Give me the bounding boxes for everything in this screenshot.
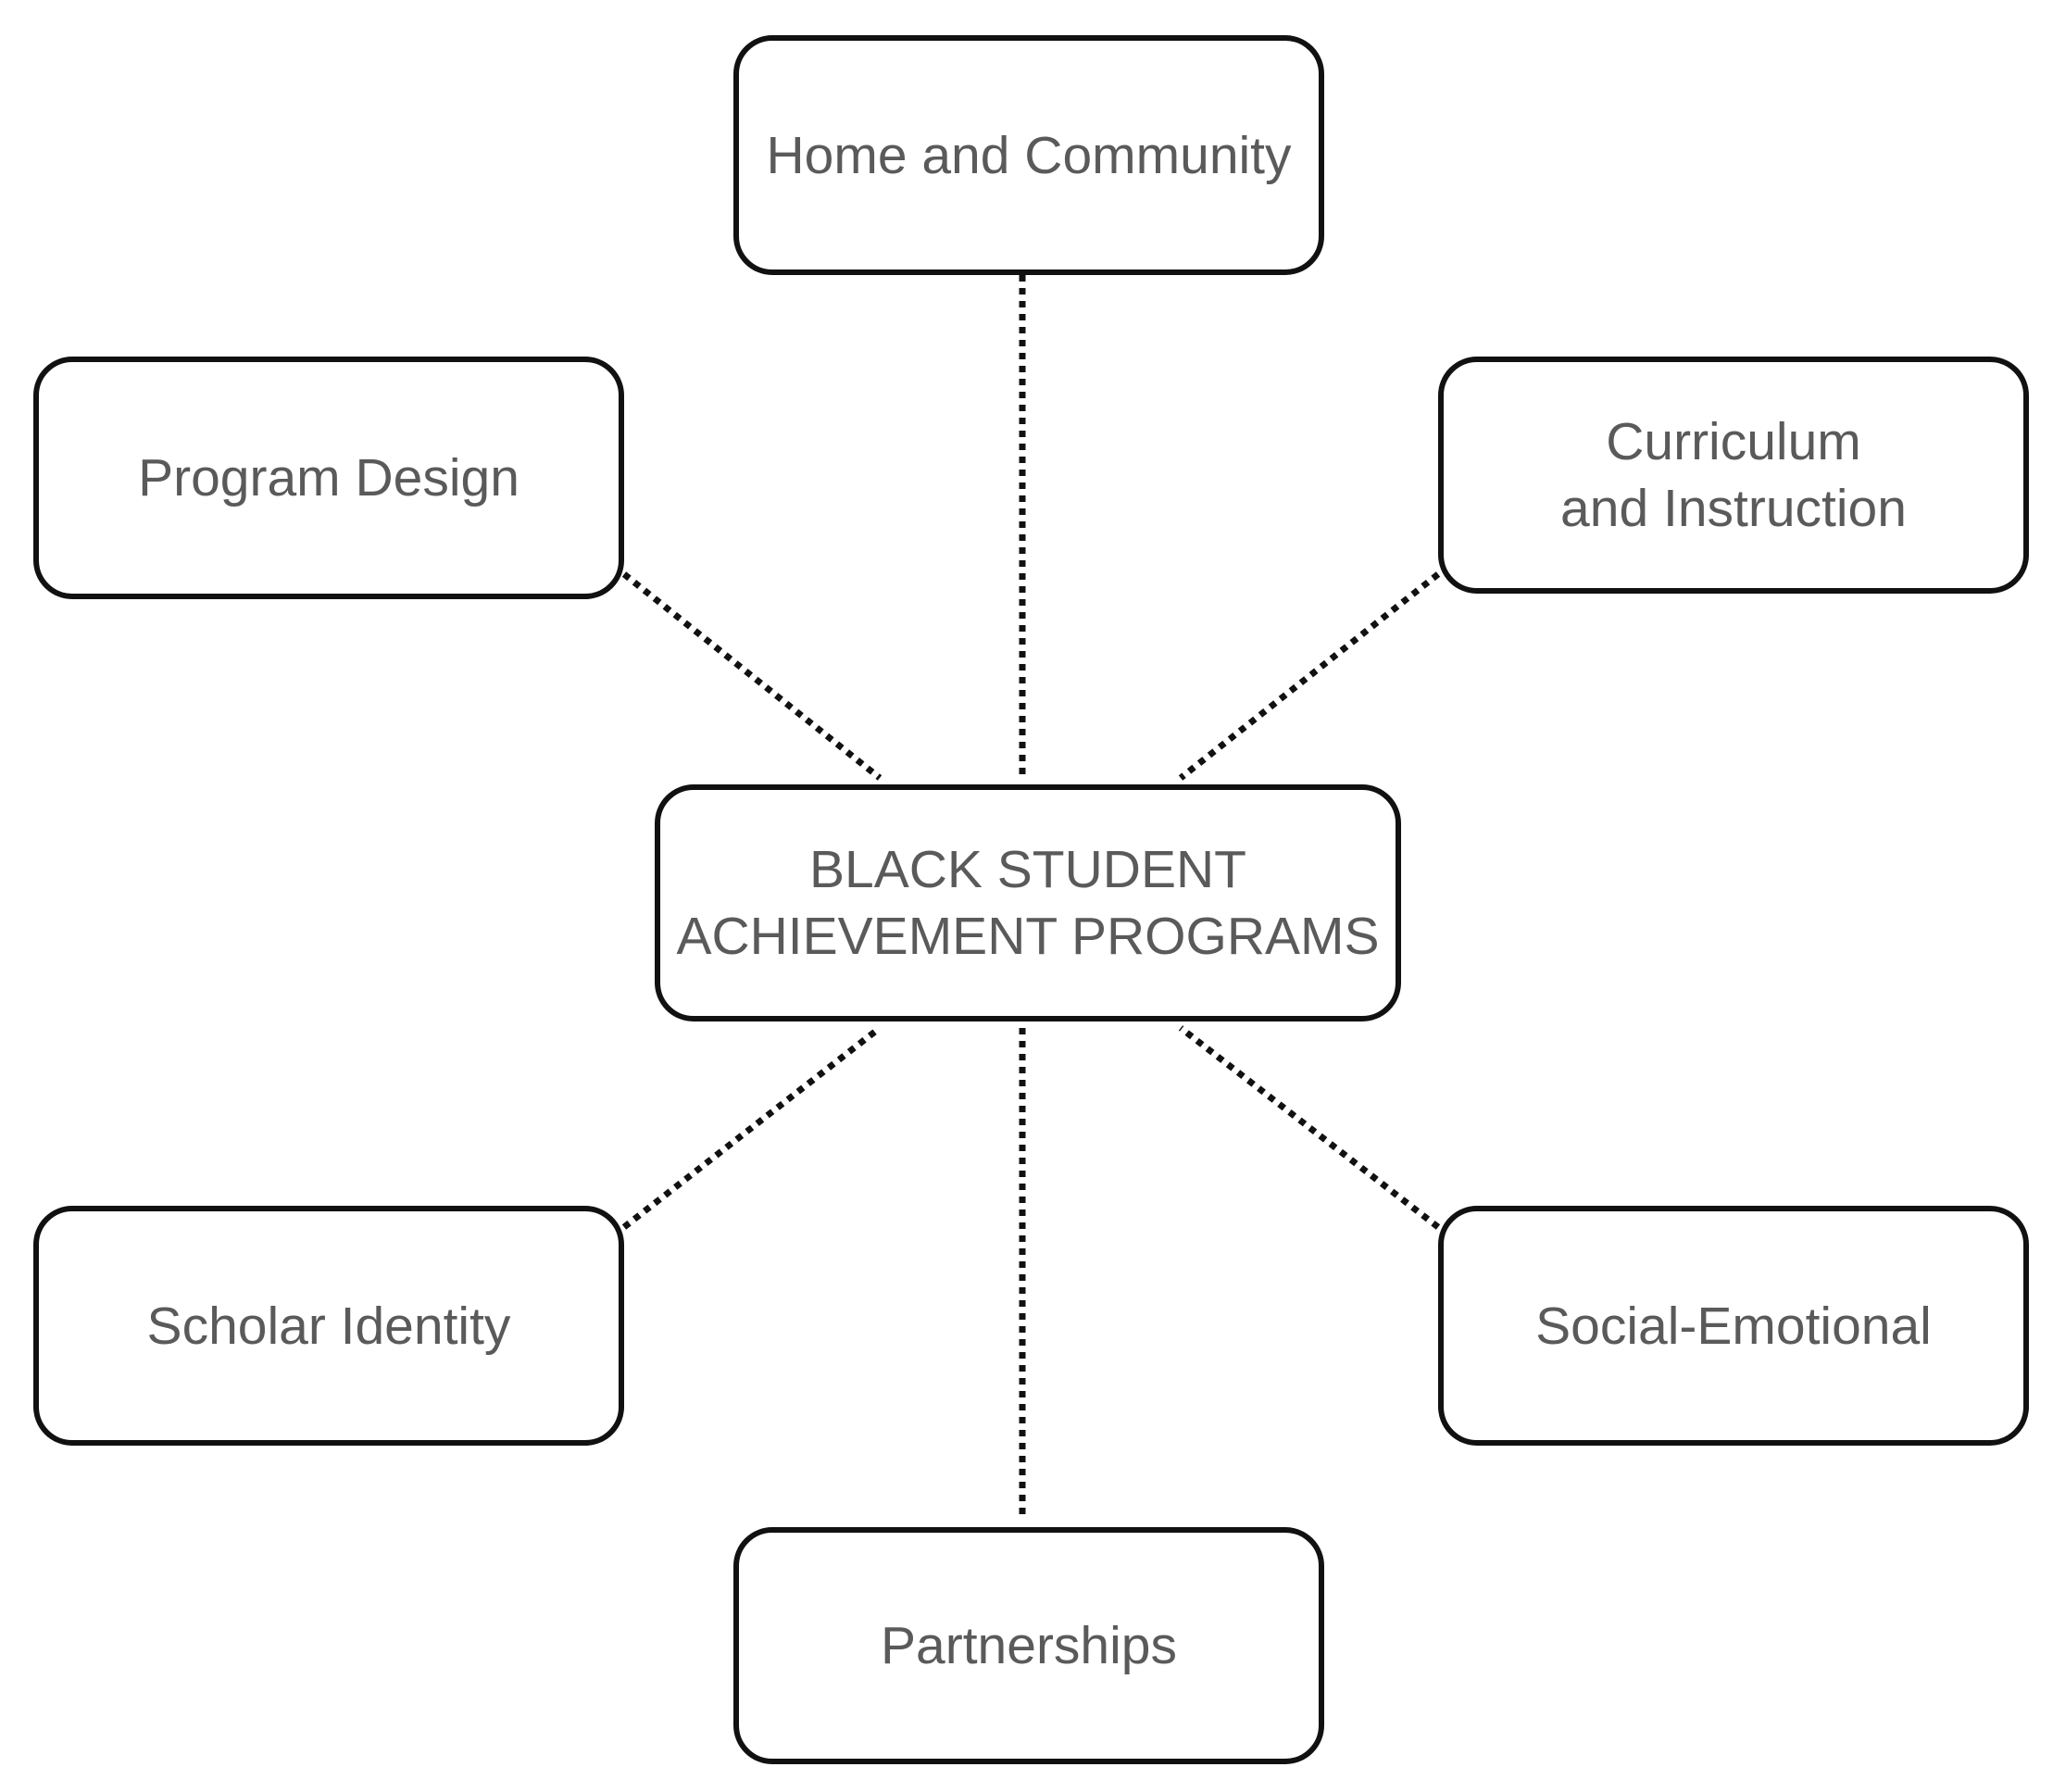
node-home-and-community: Home and Community [733, 35, 1324, 275]
node-label: Partnerships [881, 1616, 1177, 1675]
node-partnerships: Partnerships [733, 1527, 1324, 1764]
node-label: Curriculum and Instruction [1560, 412, 1907, 538]
node-center-black-student-achievement-programs: BLACK STUDENT ACHIEVEMENT PROGRAMS [655, 784, 1401, 1021]
node-label: Program Design [138, 448, 520, 508]
node-program-design: Program Design [33, 357, 624, 599]
node-curriculum-and-instruction: Curriculum and Instruction [1438, 357, 2029, 594]
node-scholar-identity: Scholar Identity [33, 1206, 624, 1446]
connector-program-design [621, 571, 883, 781]
node-label: Social-Emotional [1535, 1296, 1932, 1356]
connector-social-emotional [1178, 1025, 1441, 1230]
node-label: Home and Community [766, 125, 1292, 185]
node-social-emotional: Social-Emotional [1438, 1206, 2029, 1446]
connector-curriculum [1178, 571, 1441, 781]
center-label: BLACK STUDENT ACHIEVEMENT PROGRAMS [676, 840, 1380, 966]
node-label: Scholar Identity [146, 1296, 511, 1356]
connector-scholar-identity [621, 1025, 883, 1230]
